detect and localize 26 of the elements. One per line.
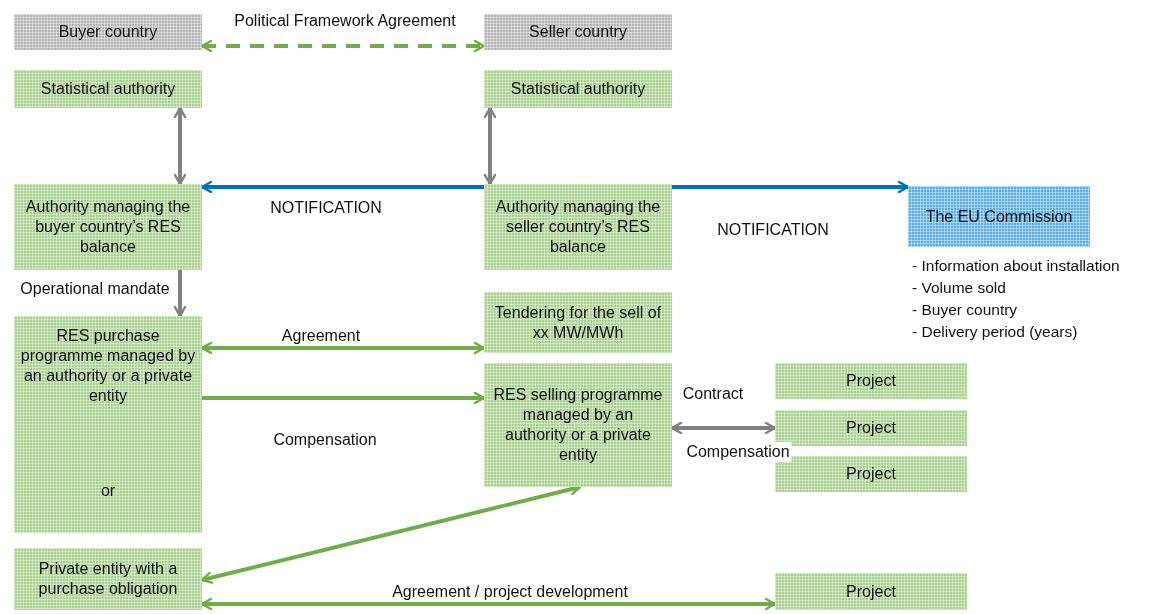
commission-box: The EU Commission: [908, 186, 1090, 247]
process-box: Project: [775, 363, 967, 399]
process-box: Project: [775, 456, 967, 492]
text-label: Compensation: [684, 442, 792, 462]
edge-label: Political Framework Agreement: [232, 11, 458, 31]
edge-label: Compensation: [271, 430, 379, 450]
edge-label: Agreement / project development: [390, 582, 630, 602]
edge-label: Operational mandate: [18, 279, 172, 299]
process-box: Authority managing the buyer country’s RES balance: [14, 184, 202, 270]
arrow: [173, 106, 187, 186]
process-box: Tendering for the sell of xx MW/MWh: [484, 292, 672, 353]
country-box: Buyer country: [14, 14, 202, 50]
arrow: [202, 391, 486, 405]
process-box: Project: [775, 410, 967, 446]
process-box: RES selling programme managed by an authority or a private entity: [484, 363, 672, 487]
arrow: [483, 106, 497, 186]
process-box: Statistical authority: [14, 70, 202, 108]
country-box: Seller country: [484, 14, 672, 50]
process-box: Project: [775, 573, 967, 610]
process-box: Private entity with a purchase obligation: [14, 548, 202, 610]
process-box: Authority managing the seller country’s RES balance: [484, 184, 672, 270]
arrow: [173, 270, 187, 318]
note-list: - Information about installation - Volume sold - Buyer country - Delivery period (years): [912, 255, 1120, 343]
edge-label: Agreement: [279, 326, 363, 346]
process-box: Statistical authority: [484, 70, 672, 108]
arrow: [672, 180, 910, 194]
